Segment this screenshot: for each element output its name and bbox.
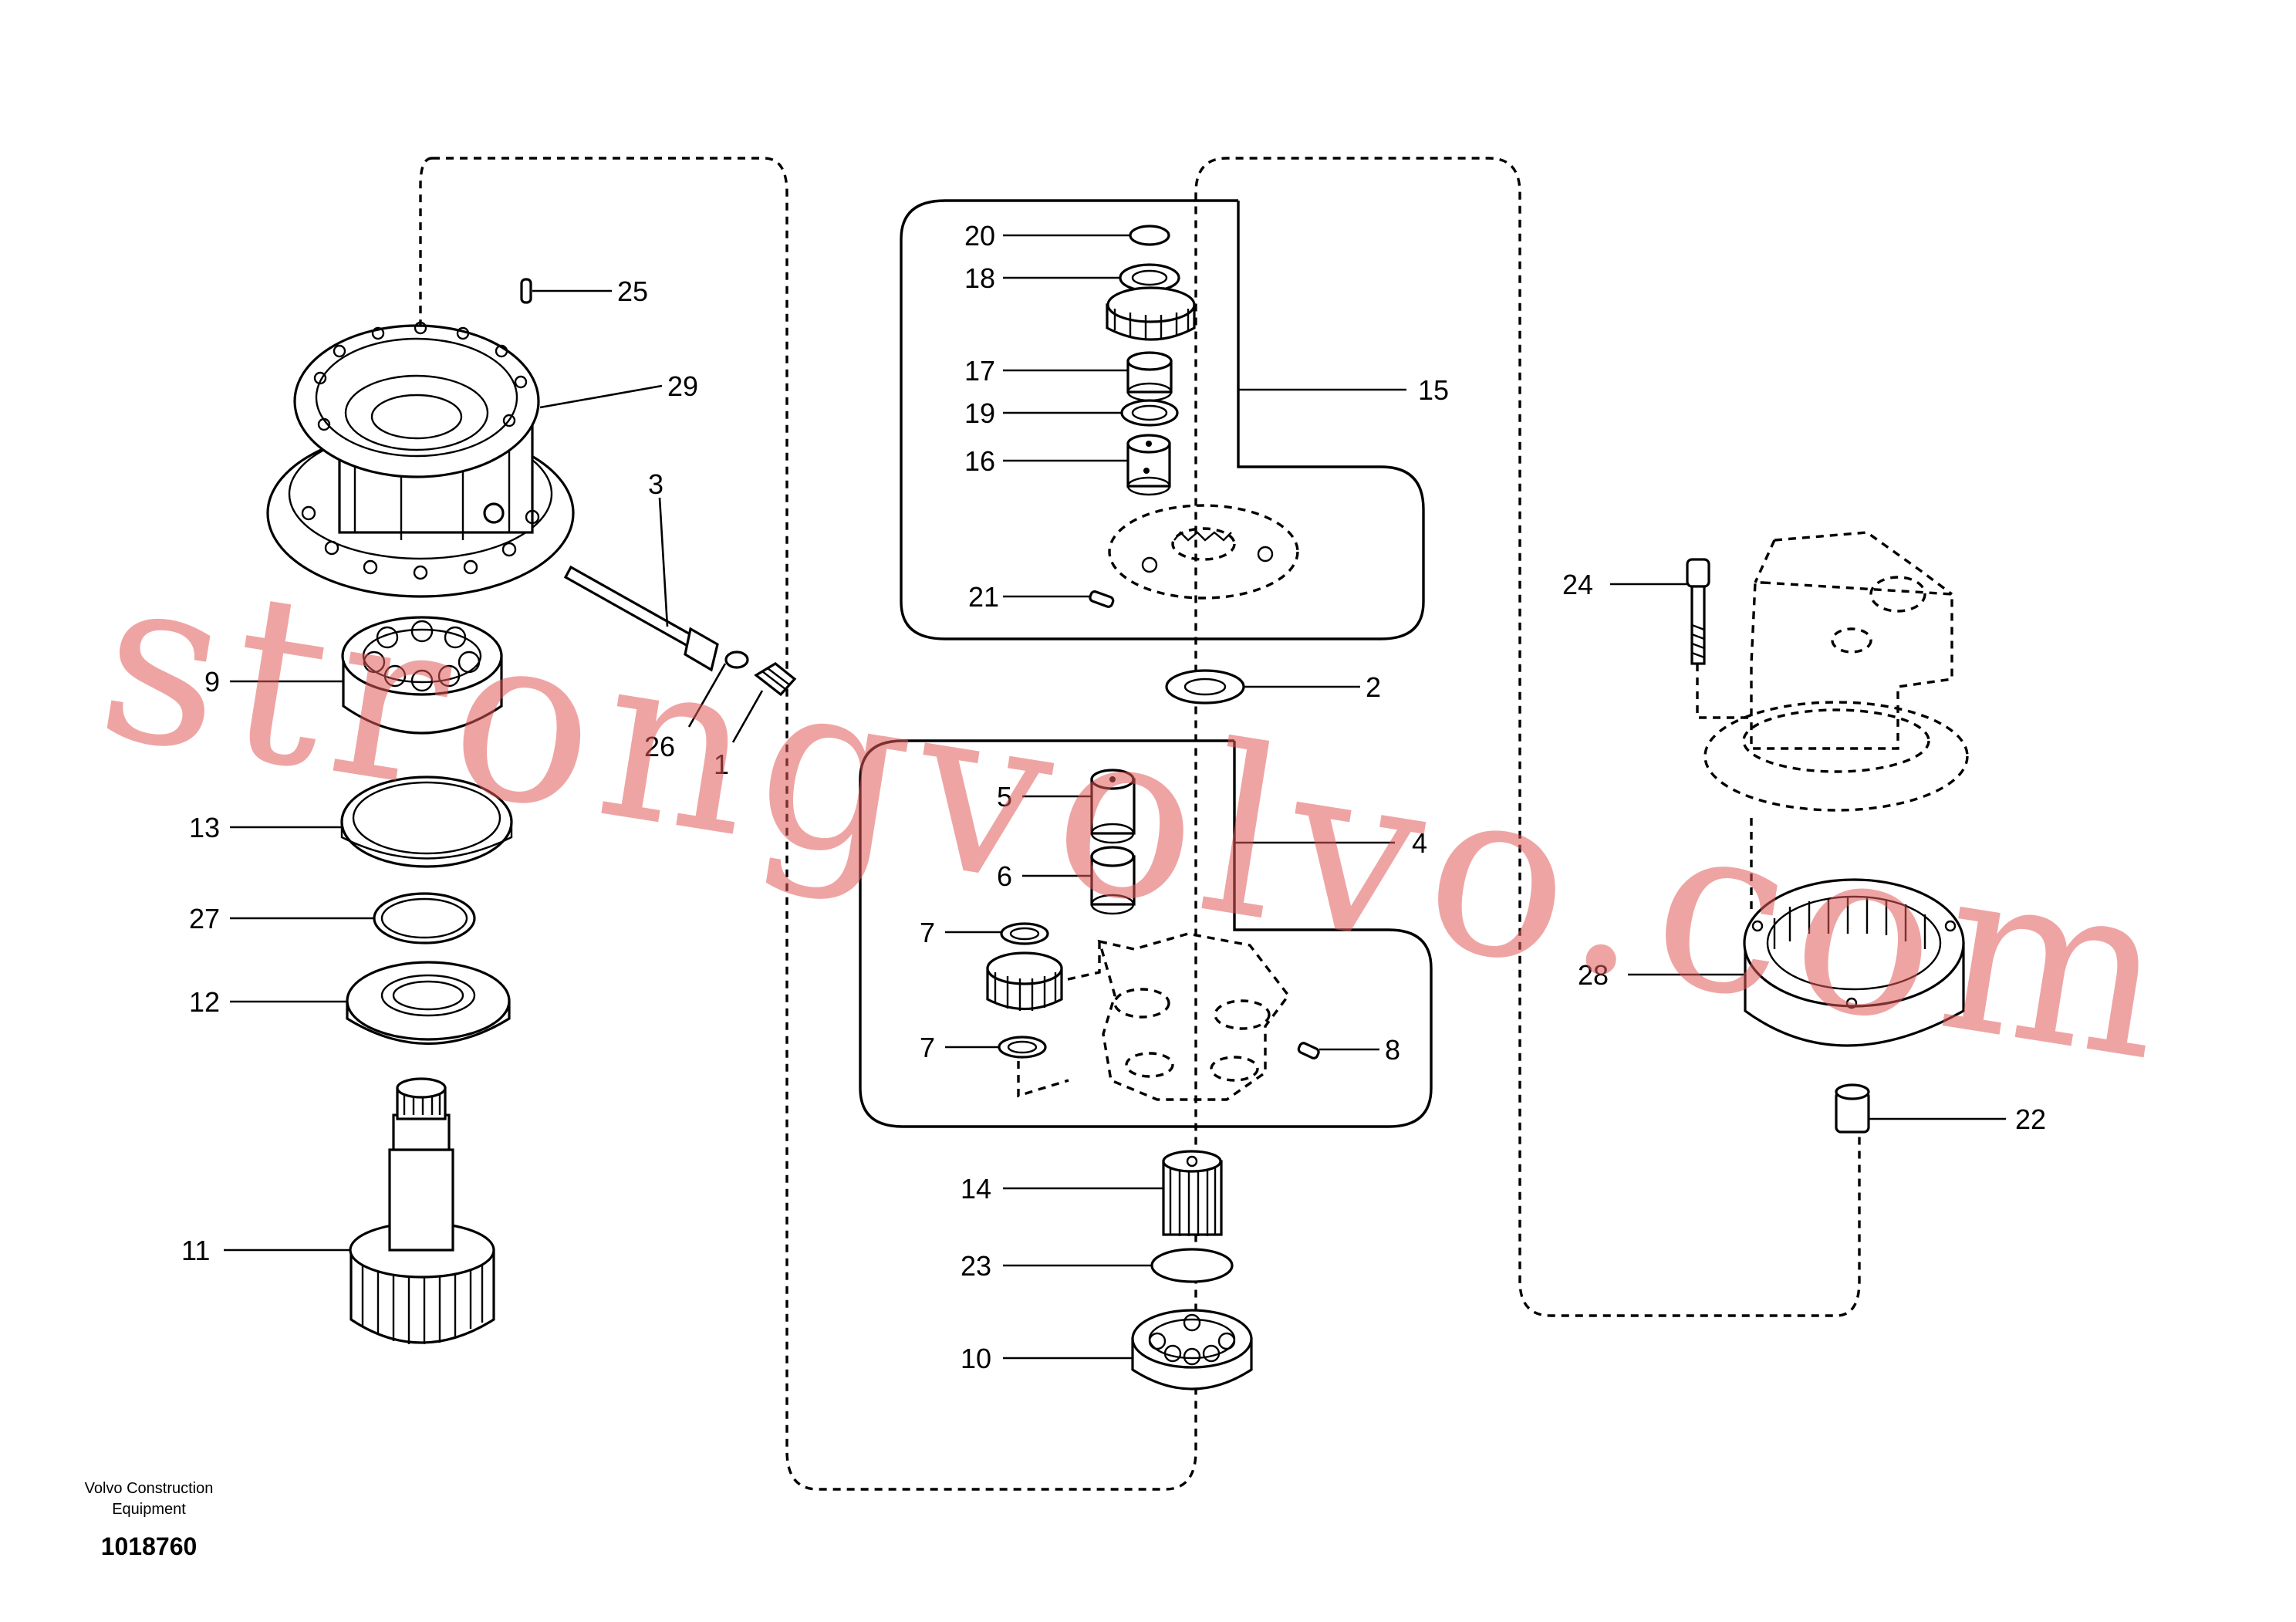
seal-part-12: [346, 961, 511, 1046]
subassembly-frame-4: [859, 739, 1433, 1128]
callout-26: 26: [644, 731, 675, 762]
bearing-part-10: [1131, 1309, 1253, 1391]
callout-15: 15: [1418, 374, 1449, 406]
callout-22: 22: [2015, 1103, 2046, 1135]
bushing-part-6: [1090, 846, 1136, 915]
pin-part-25: [520, 278, 532, 304]
snap-ring-part-23: [1150, 1248, 1234, 1283]
callout-28: 28: [1578, 959, 1609, 991]
snap-ring-part-27: [373, 892, 476, 944]
callout-25: 25: [617, 275, 648, 307]
callout-23: 23: [961, 1250, 991, 1282]
plug-part-1: [754, 662, 797, 697]
washer-part-7-lower: [998, 1036, 1047, 1059]
callout-7-lower: 7: [920, 1032, 935, 1063]
leader-lines: [224, 234, 2006, 1360]
drawing-id: 1018760: [101, 1532, 198, 1560]
planet-gear-4: [986, 951, 1063, 1011]
dashed-frame-left: [432, 157, 1861, 1491]
brand-line-2: Equipment: [112, 1501, 186, 1518]
bolt-part-24: [1686, 558, 1710, 665]
washer-part-7-upper: [1000, 922, 1049, 945]
callout-13: 13: [189, 812, 220, 843]
bushing-part-17: [1126, 351, 1173, 402]
callout-16: 16: [964, 445, 995, 477]
dashed-frame-left-start: [419, 157, 433, 370]
pin-part-16: [1126, 434, 1171, 496]
callout-7-upper: 7: [920, 917, 935, 948]
housing-part-29: [266, 321, 575, 598]
pin-part-8: [1297, 1042, 1320, 1059]
callout-29: 29: [667, 370, 698, 402]
ring-gear-part-28: [1743, 878, 1965, 1047]
callout-5: 5: [997, 781, 1012, 813]
planet-gear-15: [1106, 286, 1196, 341]
sun-gear-part-14: [1162, 1150, 1223, 1236]
callout-20: 20: [964, 220, 995, 252]
callout-17: 17: [964, 355, 995, 387]
bearing-part-9: [341, 616, 503, 735]
callout-9: 9: [204, 666, 220, 698]
callout-1: 1: [714, 748, 729, 780]
pin-part-5: [1090, 769, 1136, 844]
pinion-shaft-part-11: [349, 1077, 495, 1344]
plug-part-22: [1835, 1083, 1870, 1134]
callout-24: 24: [1562, 569, 1593, 600]
callout-14: 14: [961, 1173, 991, 1205]
callout-8: 8: [1385, 1034, 1400, 1066]
ring-part-13: [340, 776, 513, 868]
callout-27: 27: [189, 903, 220, 934]
callout-numbers: 25 29 3 9 26 1 13 27 12 11 20 18 17 19 1…: [181, 220, 2046, 1374]
carrier-part-4: [1017, 932, 1291, 1101]
callout-11: 11: [181, 1235, 210, 1266]
callout-3: 3: [648, 468, 663, 500]
callout-19: 19: [964, 397, 995, 429]
brand-line-1: Volvo Construction: [85, 1480, 214, 1497]
thrust-washer-part-2: [1165, 669, 1245, 705]
callout-6: 6: [997, 860, 1012, 892]
pin-part-21: [1089, 590, 1115, 608]
callout-18: 18: [964, 262, 995, 294]
hydraulic-motor-dashed: [1696, 531, 1969, 911]
callout-4: 4: [1412, 827, 1427, 859]
washer-part-19: [1120, 399, 1179, 427]
callout-21: 21: [968, 581, 999, 613]
subassembly-frame-15: [900, 199, 1425, 640]
washer-part-26: [724, 650, 749, 669]
callout-12: 12: [189, 986, 220, 1018]
ring-part-20: [1129, 225, 1170, 246]
carrier-disc-15: [1108, 504, 1299, 600]
shaft-part-3: [563, 565, 719, 672]
callout-10: 10: [961, 1343, 991, 1374]
callout-2: 2: [1366, 671, 1381, 703]
footer-block: Volvo Construction Equipment 1018760: [85, 1480, 214, 1560]
